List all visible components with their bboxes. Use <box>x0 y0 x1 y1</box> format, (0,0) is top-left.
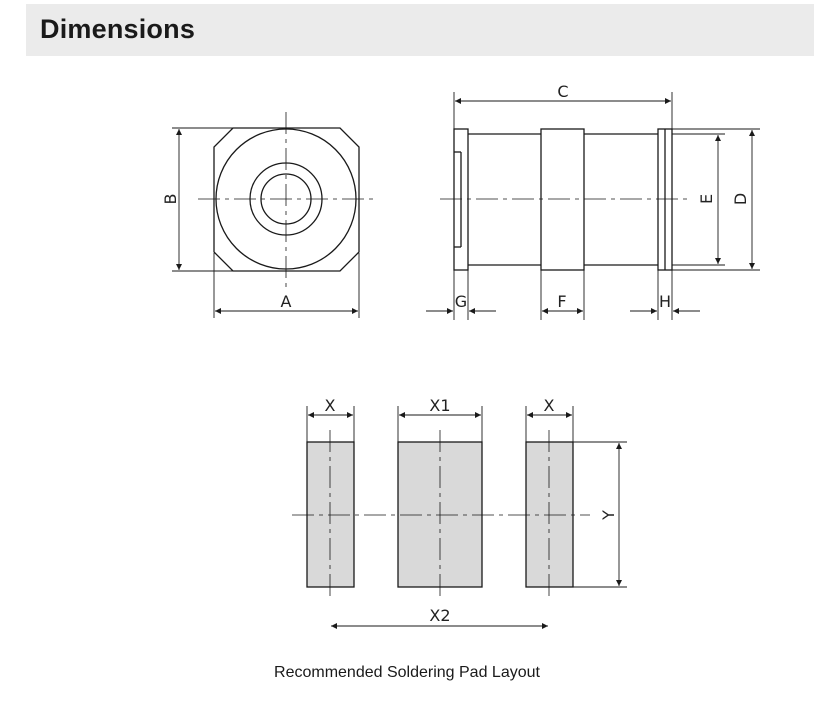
dimension-Y <box>573 441 627 588</box>
label-Y: Y <box>599 510 618 521</box>
label-X2: X2 <box>429 606 450 625</box>
label-H: H <box>659 292 671 311</box>
pad-left <box>306 441 355 588</box>
side-view-left-flange <box>453 128 469 271</box>
label-E: E <box>697 194 716 204</box>
dimension-G <box>426 270 496 320</box>
dimension-B <box>172 127 233 272</box>
label-B: B <box>161 194 180 205</box>
label-D: D <box>731 193 750 205</box>
dimension-A <box>213 253 360 318</box>
pad-layout-caption: Recommended Soldering Pad Layout <box>274 664 540 681</box>
label-C: C <box>557 82 568 101</box>
front-view <box>172 112 374 318</box>
side-view <box>426 92 760 320</box>
dimension-X1 <box>397 406 483 442</box>
front-view-centerlines <box>198 112 374 288</box>
label-X-right: X <box>544 396 555 415</box>
dimension-C <box>453 92 673 129</box>
pad-centerlines <box>292 430 590 600</box>
pad-layout <box>292 406 627 629</box>
dimension-X-left <box>306 406 355 442</box>
label-X-left: X <box>325 396 336 415</box>
dimension-E <box>672 133 725 266</box>
pad-right <box>525 441 574 588</box>
side-view-core <box>468 133 658 266</box>
dimension-H <box>630 270 700 320</box>
label-X1: X1 <box>429 396 450 415</box>
section-header: Dimensions <box>26 4 814 56</box>
side-view-center-band <box>540 128 585 271</box>
dimension-F <box>540 270 585 320</box>
front-view-body-outline <box>213 127 360 272</box>
label-G: G <box>455 292 467 311</box>
label-F: F <box>557 292 566 311</box>
dimension-D <box>672 128 760 271</box>
label-A: A <box>281 292 292 311</box>
section-title: Dimensions <box>40 14 196 44</box>
dimension-X-right <box>525 406 574 442</box>
